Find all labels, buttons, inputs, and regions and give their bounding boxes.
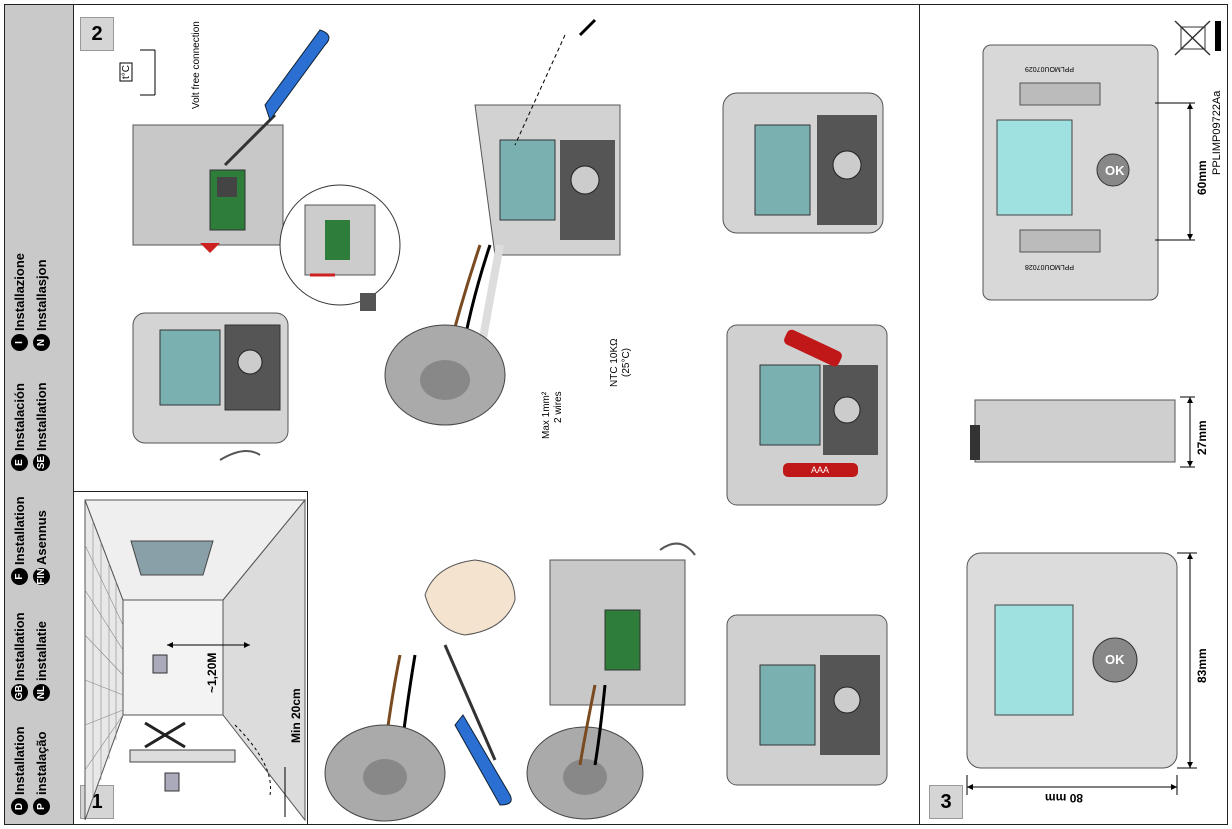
dim-27-label: 27mm	[1195, 420, 1209, 455]
step-3-dimension-drawings	[966, 20, 1221, 795]
device-code-bottom: PPLMOU07028	[1025, 263, 1075, 270]
room-diagram	[84, 498, 307, 822]
step-2-number: 2	[80, 17, 114, 51]
ok-label-top: OK	[1105, 163, 1125, 178]
battery-label: AAA	[811, 465, 830, 475]
part-code: PPLIMP09722Aa	[1211, 90, 1223, 175]
device-code-top: PPLMOU07029	[1025, 65, 1075, 72]
dim-80-label: 80 mm	[1045, 791, 1084, 805]
step-2-illustrations	[119, 18, 888, 822]
step-3-number: 3	[929, 785, 963, 819]
dim-83-label: 83mm	[1195, 648, 1209, 683]
section-divider-1	[307, 491, 308, 824]
section-divider-3	[919, 5, 920, 824]
ok-label-front: OK	[1105, 652, 1125, 667]
weee-bin-icon	[1174, 20, 1221, 56]
dim-60-label: 60mm	[1195, 160, 1209, 195]
section-divider-1-top	[73, 491, 307, 492]
